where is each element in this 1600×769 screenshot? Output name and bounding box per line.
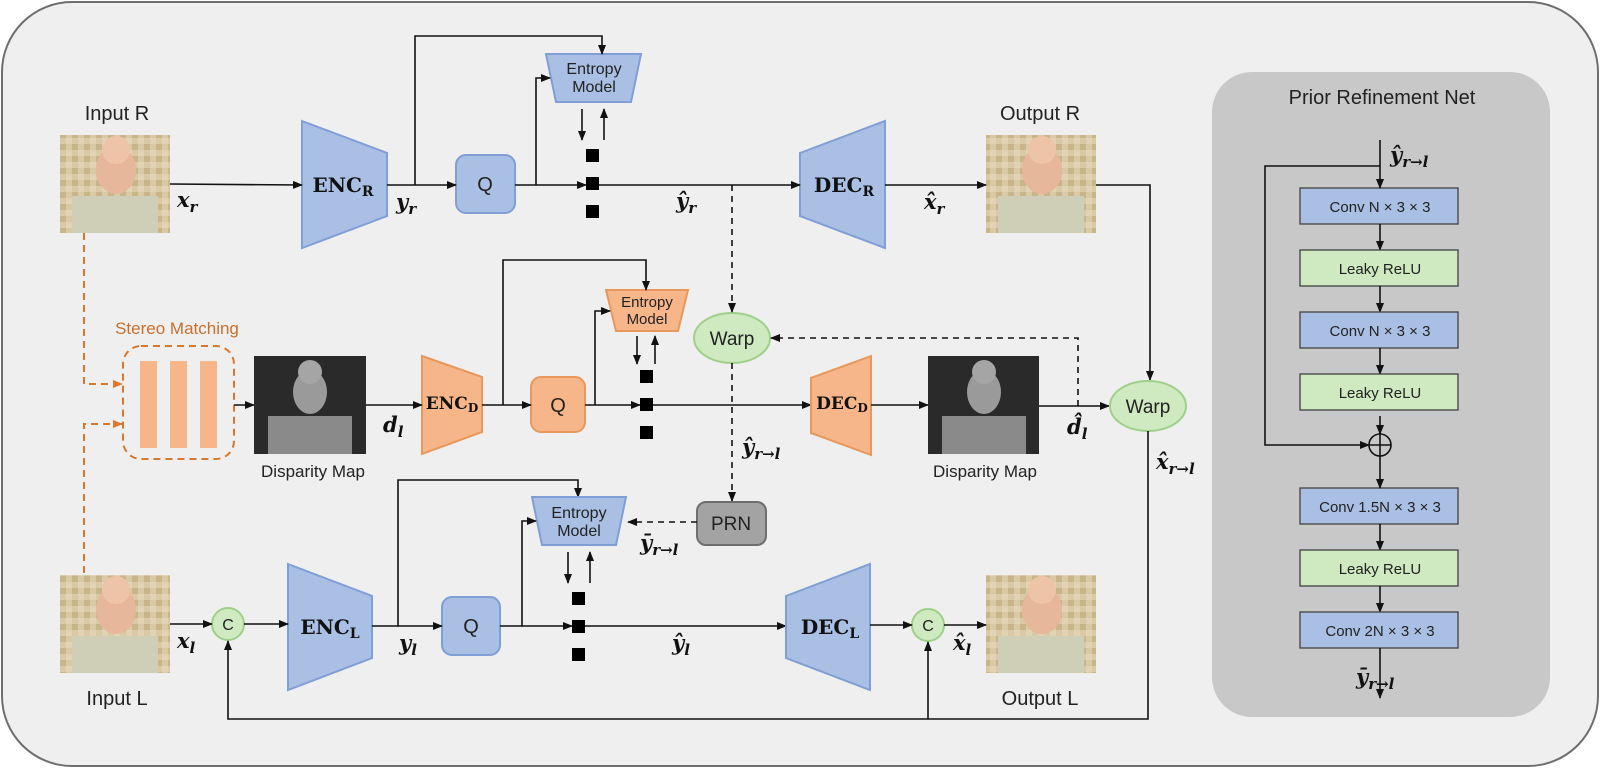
dec-r-label: DECR: [814, 173, 875, 200]
enc-r-label: ENCR: [312, 173, 373, 200]
prn-layer-6-relu: [1299, 549, 1459, 587]
entropy-model-r: [544, 53, 643, 103]
prn-layer-3-conv: [1299, 311, 1459, 349]
entropy-model-d: [604, 289, 690, 332]
disparity-map-right-label: Disparity Map: [933, 462, 1037, 481]
var-dhat-l: d̂l: [1067, 413, 1088, 443]
quantizer-l-label: Q: [463, 616, 479, 638]
stereo-bar-3: [200, 361, 217, 448]
enc-l-block: [287, 562, 373, 692]
var-x-r: xr: [176, 187, 199, 216]
concat-l-input-label: C: [222, 617, 234, 634]
stereo-matching-label: Stereo Matching: [115, 319, 239, 338]
enc-d-label: ENCD: [426, 394, 478, 415]
disparity-map-right-image: [928, 356, 1039, 454]
quantizer-r-label: Q: [477, 174, 493, 196]
entropy-model-l-line1: Entropy: [551, 505, 606, 522]
var-yhat-r-to-l-mid: ŷr→l: [741, 434, 781, 463]
var-xhat-r-to-l: x̂r→l: [1155, 449, 1195, 478]
entropy-model-d-line2: Model: [627, 311, 668, 328]
input-l-label: Input L: [86, 688, 147, 710]
warp-top-label: Warp: [710, 329, 755, 350]
prn-layer-1-label: Conv N × 3 × 3: [1330, 199, 1431, 216]
stereo-bar-2: [170, 361, 187, 448]
var-y-l: yl: [398, 630, 417, 659]
prn-layer-stack: Conv N × 3 × 3 Leaky ReLU Conv N × 3 × 3 Le…: [1299, 187, 1459, 649]
prn-input-var: ŷr→l: [1389, 142, 1429, 171]
bitstream-r-2: [586, 177, 599, 190]
entropy-model-d-line1: Entropy: [621, 294, 673, 311]
prn-layer-5-label: Conv 1.5N × 3 × 3: [1319, 499, 1441, 516]
prn-layer-7-conv: [1299, 611, 1459, 649]
bitstream-l-1: [572, 592, 585, 605]
input-r-image: [60, 135, 170, 233]
prn-layer-2-relu: [1299, 249, 1459, 287]
var-yhat-l: ŷl: [671, 630, 690, 659]
var-xhat-l: x̂l: [952, 630, 972, 659]
prn-layer-7-label: Conv 2N × 3 × 3: [1325, 623, 1434, 640]
output-l-label: Output L: [1002, 688, 1079, 710]
prn-layer-5-conv: [1299, 487, 1459, 525]
prn-layer-3-label: Conv N × 3 × 3: [1330, 323, 1431, 340]
concat-l-output-label: C: [922, 618, 934, 635]
prn-layer-4-label: Leaky ReLU: [1339, 385, 1422, 402]
quantizer-d-label: Q: [550, 395, 566, 417]
bitstream-l-2: [572, 620, 585, 633]
disparity-map-left-label: Disparity Map: [261, 462, 365, 481]
dec-r-block: [799, 119, 886, 250]
bitstream-r-3: [586, 205, 599, 218]
input-r-label: Input R: [85, 103, 149, 125]
dec-l-block: [785, 562, 871, 692]
prn-output-var: ȳr→l: [1355, 664, 1395, 693]
prn-block: [696, 501, 767, 546]
dec-d-label: DECD: [816, 394, 868, 415]
prn-layer-4-relu: [1299, 373, 1459, 411]
output-r-image: [986, 135, 1096, 233]
enc-r-block: [301, 119, 388, 250]
bitstream-d-2: [640, 398, 653, 411]
entropy-model-r-line2: Model: [572, 79, 616, 96]
entropy-model-l-line2: Model: [557, 523, 601, 540]
var-y-r: yr: [395, 189, 417, 218]
prn-layer-1-conv: [1299, 187, 1459, 225]
disparity-map-left-image: [254, 356, 366, 454]
var-yhat-r: ŷr: [675, 188, 697, 217]
input-l-image: [60, 575, 170, 673]
warp-right-label: Warp: [1126, 397, 1171, 418]
var-d-l: dl: [383, 412, 404, 441]
dec-l-label: DECL: [801, 615, 860, 642]
output-r-label: Output R: [1000, 103, 1080, 125]
stereo-matching-box: [122, 345, 235, 460]
enc-l-label: ENCL: [300, 615, 359, 642]
stereo-bar-1: [140, 361, 157, 448]
var-ybar-r-to-l-mid: ȳr→l: [639, 530, 679, 559]
entropy-model-r-line1: Entropy: [566, 61, 621, 78]
bitstream-d-1: [640, 370, 653, 383]
prior-refinement-title: Prior Refinement Net: [1289, 87, 1476, 109]
dec-d-block: [810, 354, 872, 457]
prn-layer-2-label: Leaky ReLU: [1339, 261, 1422, 278]
bitstream-d-3: [640, 426, 653, 439]
var-xhat-r: x̂r: [923, 189, 946, 218]
prn-label: PRN: [711, 514, 751, 535]
bitstream-r-1: [586, 149, 599, 162]
output-l-image: [986, 575, 1096, 673]
var-x-l: xl: [176, 628, 196, 657]
bitstream-l-3: [572, 648, 585, 661]
entropy-model-l: [530, 496, 628, 546]
enc-d-block: [421, 354, 483, 456]
prn-layer-6-label: Leaky ReLU: [1339, 561, 1422, 578]
